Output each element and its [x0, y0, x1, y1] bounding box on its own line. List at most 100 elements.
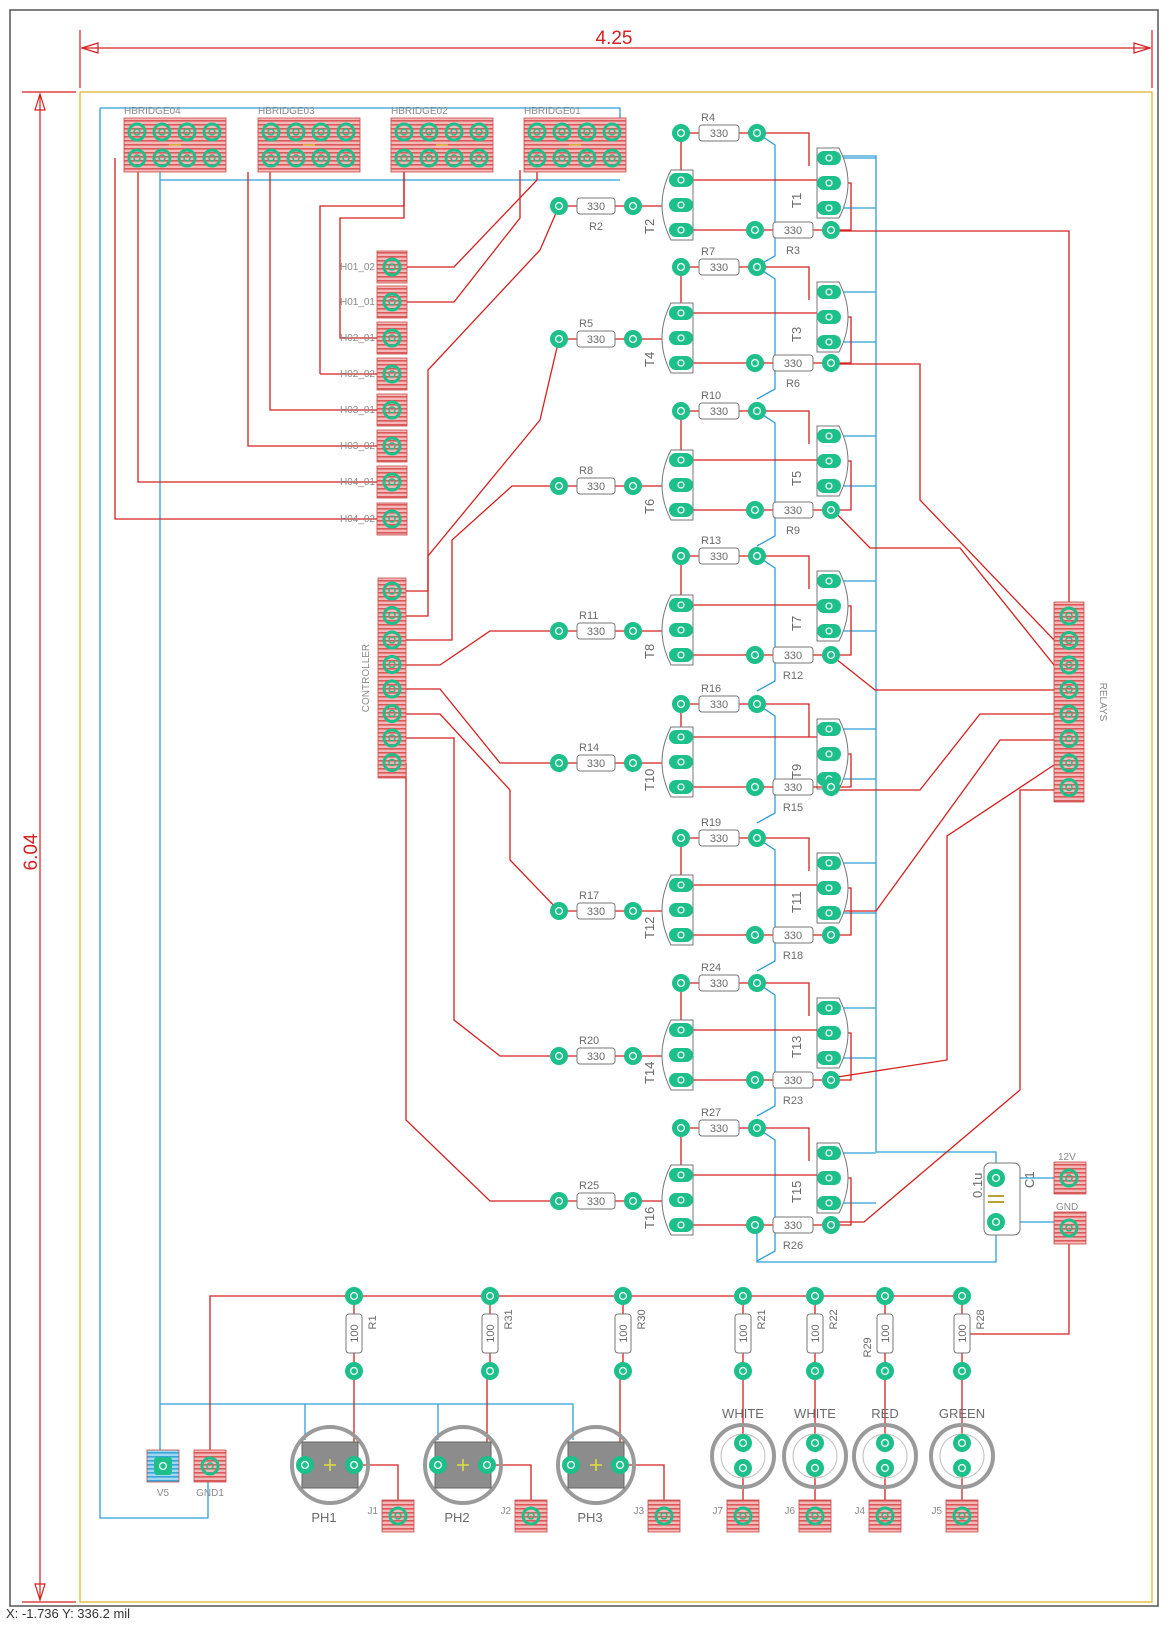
photoresistor-pad: [429, 1456, 447, 1474]
pad-hole: [554, 758, 564, 768]
resistor-pad: [953, 1287, 971, 1305]
led-jack-4: [945, 1499, 979, 1533]
led-jack-3: [868, 1499, 902, 1533]
resistor-pad: [550, 1047, 568, 1065]
hbridge-pad: [577, 122, 597, 142]
transistor-pad: [817, 747, 841, 761]
pad-hole: [1065, 734, 1073, 743]
hbridge-pad: [469, 148, 489, 168]
hbridge-pad: [177, 122, 197, 142]
resistor-body: [876, 1313, 894, 1354]
pad-hole: [628, 626, 638, 636]
pad-hole: [349, 1291, 359, 1301]
resistor-body: [481, 1313, 499, 1354]
led-jack-label: J6: [784, 1506, 795, 1517]
resistor-value: 330: [710, 1123, 728, 1135]
h04-01-trace: [137, 158, 377, 483]
resistor-value: 330: [587, 1051, 605, 1063]
transistor-t4-label: T4: [642, 352, 657, 367]
transistor-pad: [817, 1146, 841, 1160]
resistor-body: [772, 354, 814, 372]
pad-hole: [825, 457, 833, 465]
controller-pad: [382, 704, 402, 723]
transistor-pad: [817, 285, 841, 299]
pad-hole: [677, 626, 685, 634]
bottom-power-trace: [209, 1295, 962, 1450]
hconnector-pad: [382, 364, 402, 384]
resistor-value: 330: [710, 262, 728, 274]
pad-hole: [677, 226, 685, 234]
resistor-pad: [345, 1287, 363, 1305]
resistor-pad: [748, 124, 766, 142]
pad-hole: [825, 725, 833, 733]
photo-jack-label: J1: [367, 1506, 378, 1517]
supply-rail: [756, 1127, 776, 1262]
pad-hole: [133, 128, 141, 136]
resistor-body: [698, 124, 740, 142]
supply-bus: [829, 155, 877, 1152]
pad-hole: [133, 154, 141, 162]
pad-hole: [566, 1460, 576, 1470]
transistor-pad: [817, 479, 841, 493]
hconnector-8: [376, 502, 408, 536]
pad-hole: [826, 782, 836, 792]
resistor-pad: [822, 1216, 840, 1234]
hconnector-label: H04_02: [340, 514, 375, 525]
transistor-pad: [669, 198, 693, 212]
h03-02-trace: [247, 172, 377, 447]
pad-hole: [158, 154, 166, 162]
pad-hole: [583, 128, 591, 136]
relays-pad: [1059, 631, 1079, 650]
resistor-body: [806, 1313, 824, 1354]
pad-hole: [533, 154, 541, 162]
resistor-value: 330: [710, 406, 728, 418]
relays-pad: [1059, 704, 1079, 724]
hbridge-pad: [152, 148, 172, 168]
hbridge-pad: [311, 148, 331, 168]
controller-pad: [382, 679, 402, 699]
resistor-pad: [345, 1362, 363, 1380]
hbridge-bus: [100, 107, 621, 118]
pad-hole: [677, 506, 685, 514]
hconnector-6: [376, 429, 408, 463]
relays-header: [1053, 601, 1085, 803]
h01-02-trace: [407, 172, 538, 268]
pad-hole: [825, 482, 833, 490]
hbridge-pad: [394, 122, 414, 142]
pad-hole: [750, 1075, 760, 1085]
width-dimension-label: 4.25: [596, 28, 633, 49]
resistor-pad: [748, 829, 766, 847]
pad-hole: [342, 154, 350, 162]
stage-trace: [757, 410, 810, 444]
hbridge-pad: [177, 148, 197, 168]
transistor-t7-label: T7: [789, 616, 804, 631]
pad-hole: [677, 758, 685, 766]
pad-hole: [676, 699, 686, 709]
transistor-pad: [669, 453, 693, 467]
ctrl-trace: [406, 205, 560, 592]
jack-pad: [388, 1506, 408, 1526]
pad-hole: [825, 859, 833, 867]
pad-hole: [183, 154, 191, 162]
gnd1-label: GND1: [196, 1488, 224, 1499]
pad-hole: [677, 334, 685, 342]
resistor-pad: [624, 1192, 642, 1210]
controller-pad: [382, 581, 402, 601]
resistor-pad: [624, 902, 642, 920]
resistor-pad: [876, 1362, 894, 1380]
resistor-value: 330: [710, 833, 728, 845]
resistor-r24-label: R24: [701, 962, 721, 974]
resistor-pad: [550, 902, 568, 920]
transistor-t1-label: T1: [789, 193, 804, 208]
photoresistor-label: PH1: [311, 1510, 336, 1525]
resistor-pad: [672, 695, 690, 713]
pad-hole: [825, 1174, 833, 1182]
pad-hole: [825, 338, 833, 346]
pad-hole: [660, 1512, 668, 1520]
relays-pad: [1059, 778, 1079, 797]
supply-rail: [756, 837, 776, 972]
pad-hole: [676, 128, 686, 138]
transistor-pad: [817, 151, 841, 165]
transistor-pad: [817, 454, 841, 468]
